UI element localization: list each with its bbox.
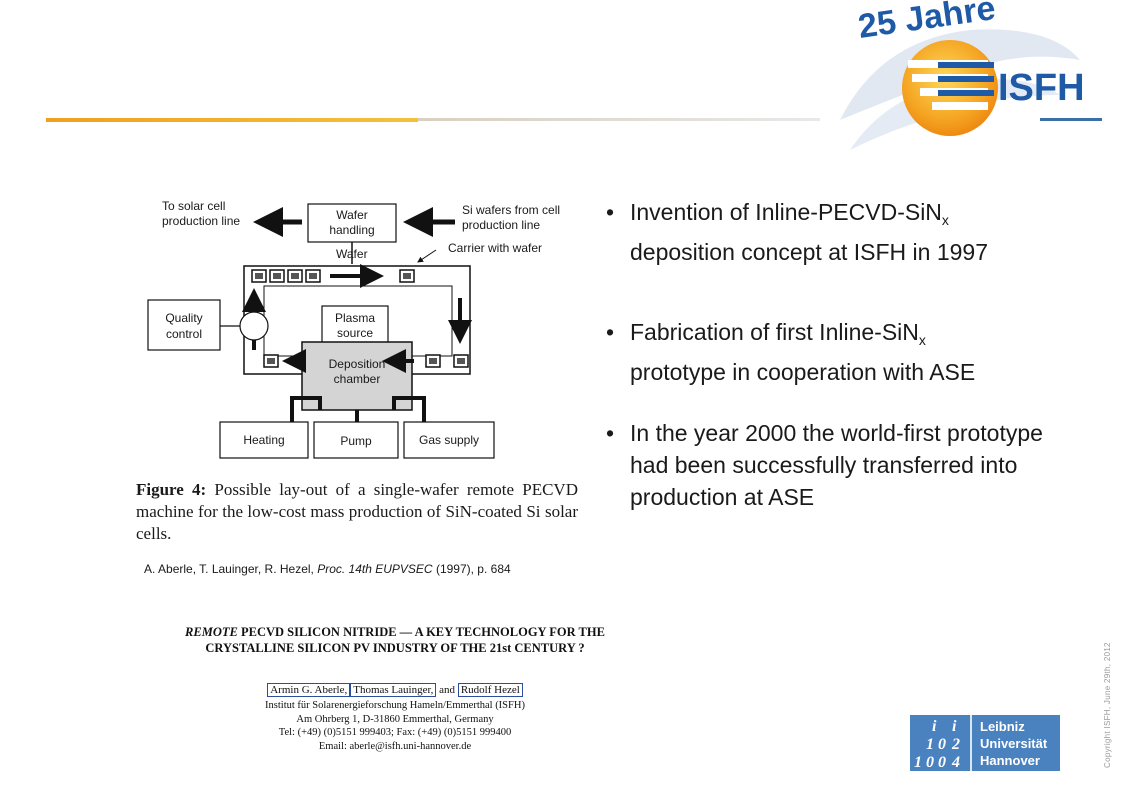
bullet-text: In the year 2000 the world-first prototy… — [630, 420, 1043, 510]
deposition-label-1: Deposition — [329, 357, 386, 371]
from-line-label-2: production line — [462, 218, 540, 232]
bullet-text: Fabrication of first Inline-SiNx prototy… — [630, 316, 1090, 388]
mark-char: 4 — [951, 754, 960, 771]
mark-char: 0 — [926, 754, 934, 771]
leibniz-line-2: Universität — [980, 736, 1048, 751]
gas-supply-box — [403, 421, 495, 459]
copyright-note: Copyright ISFH, June 29th, 2012 — [1103, 642, 1112, 768]
bullet-dot: • — [606, 420, 615, 446]
paper-title-line1: PECVD SILICON NITRIDE — A KEY TECHNOLOGY… — [237, 625, 605, 639]
header-rule-blue — [1040, 118, 1102, 121]
isfh-25-jahre-logo: 25 Jahre ISFH — [840, 0, 1085, 150]
leibniz-university-logo: i i 1 0 2 1 0 0 4 Leibniz Universität Ha… — [910, 715, 1060, 771]
quality-control-box — [147, 299, 221, 351]
bullet-text-cont: deposition concept at ISFH in 1997 — [630, 239, 989, 265]
to-line-label-1: To solar cell — [162, 199, 225, 213]
gas-supply-label: Gas supply — [419, 433, 479, 447]
bottom-carriers — [263, 354, 469, 368]
citation-authors: A. Aberle, T. Lauinger, R. Hezel, — [144, 562, 318, 576]
pump-label: Pump — [340, 434, 372, 448]
wafer-handling-box — [307, 203, 397, 243]
bullet-subscript: x — [941, 212, 949, 228]
plasma-source-box — [321, 305, 389, 347]
figure-caption-text: Possible lay-out of a single-wafer remot… — [136, 480, 578, 543]
plasma-label-2: source — [337, 326, 373, 340]
citation-pages: (1997), p. 684 — [432, 562, 511, 576]
citation-journal: Proc. 14th EUPVSEC — [317, 562, 433, 576]
figure-caption-label: Figure 4: — [136, 480, 207, 499]
quality-label-2: control — [166, 327, 202, 341]
paper-title: REMOTE PECVD SILICON NITRIDE — A KEY TEC… — [150, 624, 640, 656]
leibniz-line-3: Hannover — [980, 753, 1040, 768]
citation-reference: A. Aberle, T. Lauinger, R. Hezel, Proc. … — [144, 562, 511, 576]
quality-label-1: Quality — [165, 311, 202, 325]
paper-authors: Armin G. Aberle,Thomas Lauinger, and Rud… — [150, 683, 640, 697]
bullet-subscript: x — [918, 332, 926, 348]
bullet-text-main: Invention of Inline-PECVD-SiN — [630, 199, 942, 225]
paper-title-italic: REMOTE — [185, 625, 238, 639]
mark-char: i — [952, 718, 957, 735]
bullet-text-cont: prototype in cooperation with ASE — [630, 359, 976, 385]
mark-char: i — [932, 718, 937, 735]
paper-author-and: and — [436, 684, 458, 696]
paper-affil-line-4: Email: aberle@isfh.uni-hannover.de — [318, 740, 472, 752]
pump-box — [313, 421, 399, 459]
heating-pipe — [290, 396, 322, 422]
paper-title-line2: CRYSTALLINE SILICON PV INDUSTRY OF THE 2… — [205, 641, 585, 655]
heating-label: Heating — [243, 433, 284, 447]
gas-pipe — [392, 396, 426, 422]
pecvd-machine-diagram: To solar cell production line Wafer hand… — [147, 199, 560, 459]
heating-box — [219, 421, 309, 459]
wafer-handling-label-2: handling — [329, 223, 374, 237]
paper-affiliation: Institut für Solarenergieforschung Hamel… — [150, 699, 640, 753]
bullet-dot: • — [606, 199, 615, 225]
paper-author-3: Rudolf Hezel — [457, 683, 523, 697]
top-carriers — [251, 269, 415, 283]
paper-affil-line-3: Tel: (+49) (0)5151 999403; Fax: (+49) (0… — [278, 727, 512, 738]
header-rule-grey — [418, 118, 820, 121]
bullet-text-main: Fabrication of first Inline-SiN — [630, 319, 919, 345]
header-rule-orange — [46, 118, 418, 122]
from-line-label-1: Si wafers from cell — [462, 203, 560, 217]
paper-affil-line-1: Institut für Solarenergieforschung Hamel… — [265, 700, 525, 711]
bullet-text: Invention of Inline-PECVD-SiNx depositio… — [630, 196, 1090, 268]
paper-author-2: Thomas Lauinger, — [350, 683, 437, 697]
plasma-label-1: Plasma — [335, 311, 375, 325]
mark-char: 0 — [938, 754, 946, 771]
wafer-handling-label-1: Wafer — [336, 208, 368, 222]
leibniz-line-1: Leibniz — [980, 719, 1025, 734]
carrier-label: Carrier with wafer — [448, 241, 542, 255]
mark-char: 0 — [938, 736, 946, 753]
logo-org-text: ISFH — [998, 67, 1085, 109]
bullet-dot: • — [606, 319, 615, 345]
to-line-label-2: production line — [162, 214, 240, 228]
paper-affil-line-2: Am Ohrberg 1, D-31860 Emmerthal, Germany — [296, 713, 494, 725]
qc-sensor — [239, 311, 269, 341]
carrier-pointer — [417, 249, 437, 263]
deposition-label-2: chamber — [334, 372, 381, 386]
leibniz-mark: i i 1 0 2 1 0 0 4 — [914, 718, 960, 771]
figure-caption: Figure 4: Possible lay-out of a single-w… — [136, 479, 578, 545]
mark-char: 1 — [926, 736, 934, 753]
mark-char: 2 — [951, 736, 960, 753]
paper-author-1: Armin G. Aberle, — [267, 683, 351, 697]
mark-char: 1 — [914, 754, 922, 771]
